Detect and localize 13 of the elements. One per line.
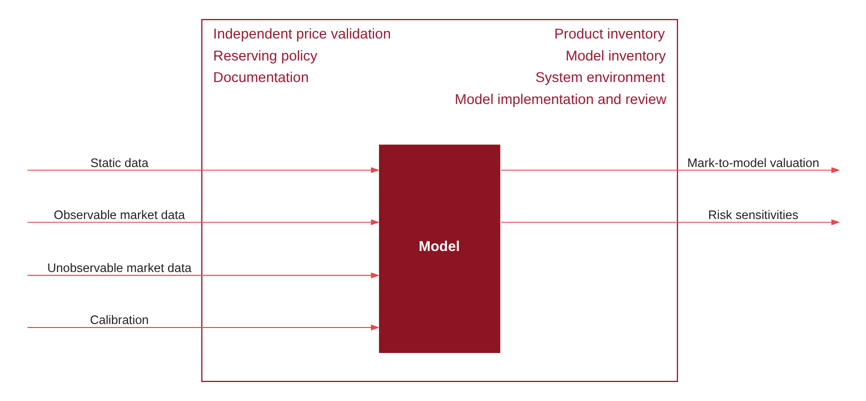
arrow [500, 219, 840, 226]
edge-label: Calibration [90, 313, 149, 328]
edge-label: Risk sensitivities [708, 208, 798, 222]
arrow [500, 167, 840, 174]
edge-label: Static data [90, 156, 148, 170]
arrow [27, 324, 380, 330]
edge-label: Observable market data [54, 208, 185, 222]
arrow [27, 167, 380, 174]
edge-label: Mark-to-model valuation [687, 156, 820, 170]
arrow [27, 219, 380, 226]
arrow [27, 272, 380, 278]
edge-label: Unobservable market data [47, 260, 192, 275]
node-box: Model [379, 144, 500, 354]
